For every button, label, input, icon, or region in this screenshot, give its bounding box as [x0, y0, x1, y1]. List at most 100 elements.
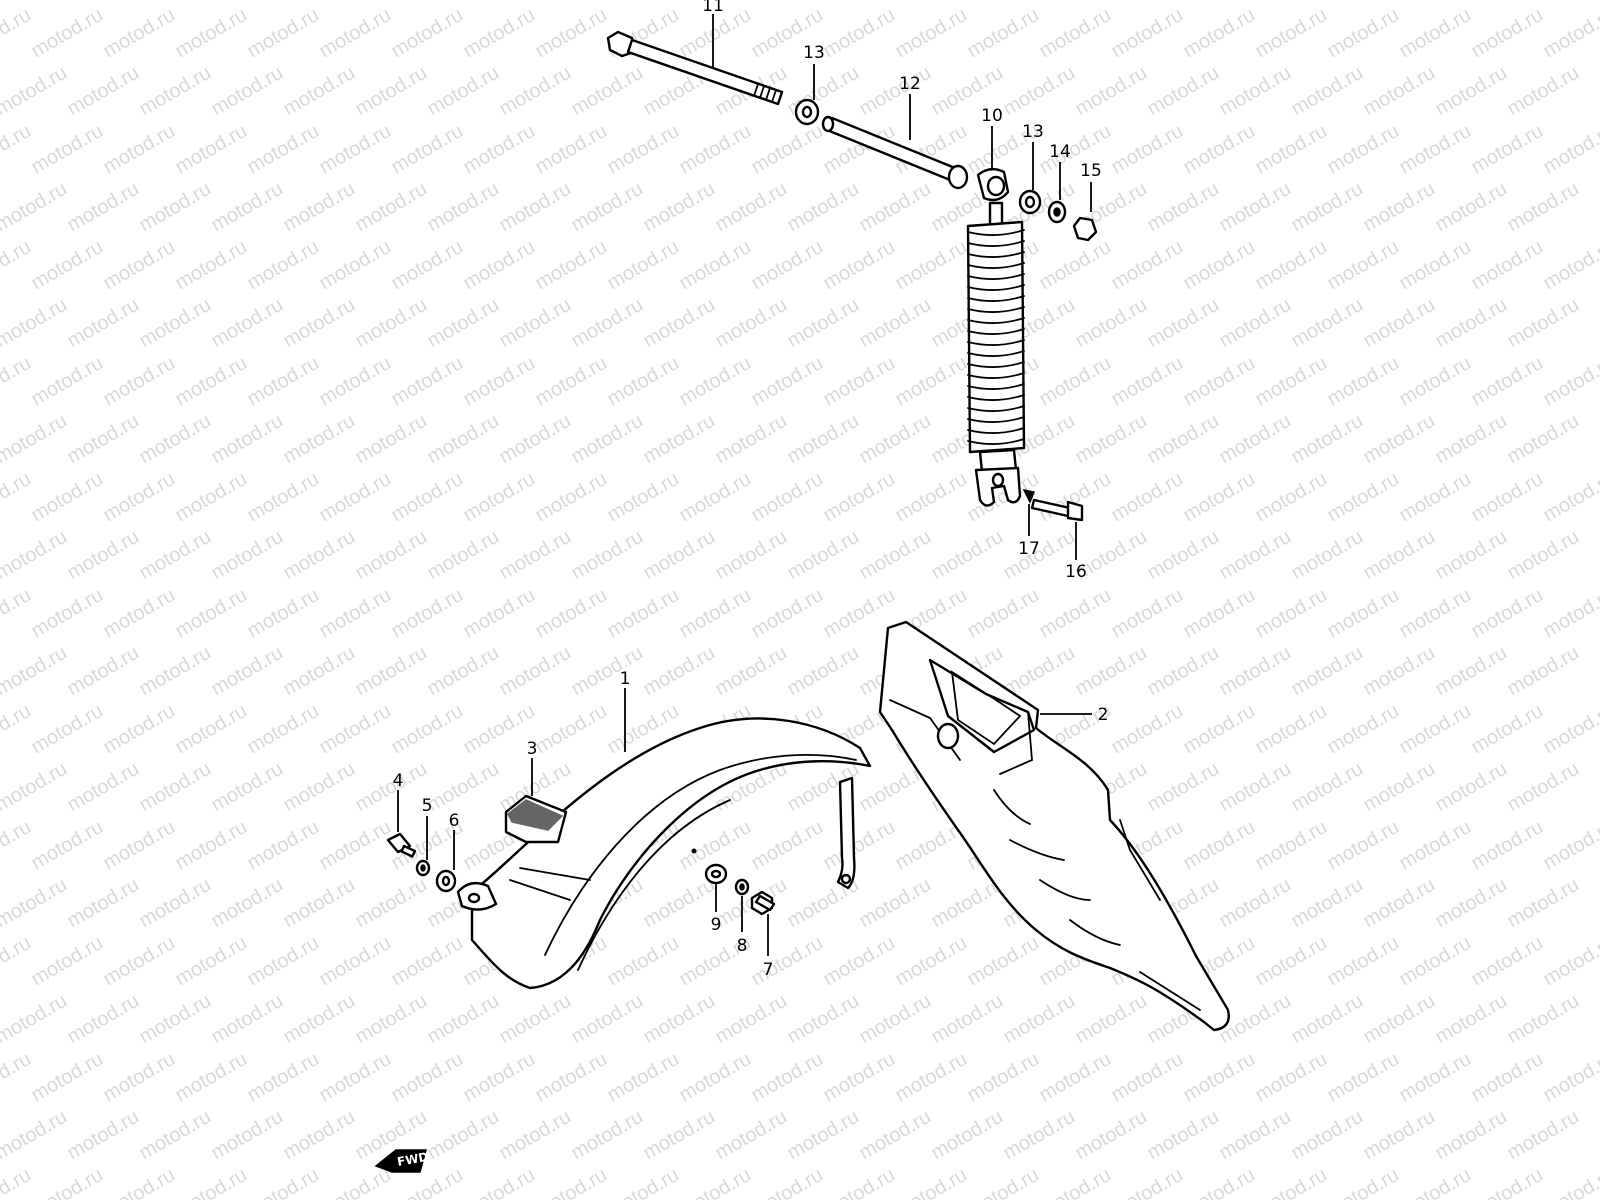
watermark-text: motod.ru [424, 526, 503, 585]
watermark-text: motod.ru [1504, 62, 1583, 121]
watermark-text: motod.ru [28, 932, 107, 991]
callout-5: 5 [422, 796, 433, 816]
watermark-text: motod.ru [244, 1164, 323, 1200]
watermark-text: motod.ru [1432, 990, 1511, 1049]
watermark-text: motod.ru [1324, 236, 1403, 295]
watermark-text: motod.ru [316, 932, 395, 991]
watermark-text: motod.ru [1468, 584, 1547, 643]
watermark-text: motod.ru [64, 990, 143, 1049]
callout-6: 6 [449, 811, 460, 831]
watermark-text: motod.ru [1288, 1106, 1367, 1165]
watermark-text: motod.ru [280, 294, 359, 353]
watermark-text: motod.ru [1288, 758, 1367, 817]
watermark-text: motod.ru [640, 294, 719, 353]
watermark-text: motod.ru [532, 4, 611, 63]
callout-13-right: 13 [1022, 122, 1044, 142]
watermark-text: motod.ru [424, 990, 503, 1049]
watermark-text: motod.ru [1432, 874, 1511, 933]
watermark-text: motod.ru [712, 178, 791, 237]
watermark-text: motod.ru [532, 1048, 611, 1107]
watermark-text: motod.ru [352, 990, 431, 1049]
watermark-text: motod.ru [640, 990, 719, 1049]
watermark-text: motod.ru [532, 352, 611, 411]
watermark-text: motod.ru [568, 1106, 647, 1165]
watermark-text: motod.ru [64, 758, 143, 817]
watermark-text: motod.ru [892, 468, 971, 527]
watermark-text: motod.ru [496, 62, 575, 121]
watermark-text: motod.ru [1108, 120, 1187, 179]
watermark-text: motod.ru [676, 1164, 755, 1200]
watermark-text: motod.ru [280, 990, 359, 1049]
watermark-text: motod.ru [136, 874, 215, 933]
watermark-text: motod.ru [1108, 584, 1187, 643]
watermark-text: motod.ru [1144, 642, 1223, 701]
watermark-text: motod.ru [1252, 236, 1331, 295]
watermark-text: motod.ru [1144, 62, 1223, 121]
watermark-text: motod.ru [964, 1164, 1043, 1200]
watermark-text: motod.ru [532, 120, 611, 179]
watermark-text: motod.ru [1396, 236, 1475, 295]
watermark-text: motod.ru [460, 352, 539, 411]
watermark-text: motod.ru [1324, 584, 1403, 643]
watermark-text: motod.ru [1216, 294, 1295, 353]
watermark-text: motod.ru [1360, 178, 1439, 237]
watermark-text: motod.ru [676, 1048, 755, 1107]
watermark-text: motod.ru [748, 120, 827, 179]
watermark-text: motod.ru [172, 120, 251, 179]
watermark-text: motod.ru [712, 410, 791, 469]
watermark-text: motod.ru [136, 62, 215, 121]
watermark-text: motod.ru [1540, 120, 1600, 179]
watermark-text: motod.ru [388, 352, 467, 411]
watermark-text: motod.ru [1504, 1106, 1583, 1165]
watermark-text: motod.ru [1288, 874, 1367, 933]
watermark-text: motod.ru [568, 62, 647, 121]
watermark-text: motod.ru [0, 526, 71, 585]
watermark-text: motod.ru [856, 874, 935, 933]
watermark-text: motod.ru [1324, 120, 1403, 179]
watermark-text: motod.ru [532, 1164, 611, 1200]
watermark-text: motod.ru [316, 120, 395, 179]
watermark-text: motod.ru [1540, 4, 1600, 63]
watermark-text: motod.ru [208, 410, 287, 469]
watermark-text: motod.ru [64, 410, 143, 469]
watermark-text: motod.ru [1360, 990, 1439, 1049]
watermark-text: motod.ru [28, 4, 107, 63]
watermark-text: motod.ru [352, 526, 431, 585]
watermark-text: motod.ru [892, 352, 971, 411]
watermark-text: motod.ru [1144, 1106, 1223, 1165]
watermark-text: motod.ru [1432, 1106, 1511, 1165]
watermark-text: motod.ru [1504, 990, 1583, 1049]
washer-left [796, 100, 818, 124]
watermark-text: motod.ru [0, 874, 71, 933]
watermark-text: motod.ru [460, 236, 539, 295]
watermark-text: motod.ru [1432, 0, 1511, 4]
watermark-text: motod.ru [1540, 816, 1600, 875]
fender-washer-left [437, 871, 455, 891]
watermark-text: motod.ru [1252, 120, 1331, 179]
watermark-text: motod.ru [244, 584, 323, 643]
watermark-text: motod.ru [352, 178, 431, 237]
watermark-text: motod.ru [1000, 0, 1079, 4]
watermark-text: motod.ru [172, 352, 251, 411]
watermark-text: motod.ru [1072, 642, 1151, 701]
watermark-text: motod.ru [1432, 642, 1511, 701]
watermark-text: motod.ru [172, 236, 251, 295]
watermark-text: motod.ru [964, 4, 1043, 63]
watermark-text: motod.ru [1396, 352, 1475, 411]
watermark-text: motod.ru [100, 584, 179, 643]
watermark-text: motod.ru [1468, 816, 1547, 875]
watermark-text: motod.ru [820, 352, 899, 411]
watermark-text: motod.ru [820, 1164, 899, 1200]
watermark-text: motod.ru [1036, 120, 1115, 179]
watermark-text: motod.ru [604, 932, 683, 991]
watermark-text: motod.ru [388, 700, 467, 759]
watermark-text: motod.ru [1036, 352, 1115, 411]
watermark-text: motod.ru [1396, 932, 1475, 991]
watermark-text: motod.ru [748, 1048, 827, 1107]
watermark-text: motod.ru [1288, 0, 1367, 4]
watermark-text: motod.ru [388, 1048, 467, 1107]
watermark-text: motod.ru [172, 4, 251, 63]
watermark-text: motod.ru [1540, 932, 1600, 991]
watermark-text: motod.ru [712, 1106, 791, 1165]
